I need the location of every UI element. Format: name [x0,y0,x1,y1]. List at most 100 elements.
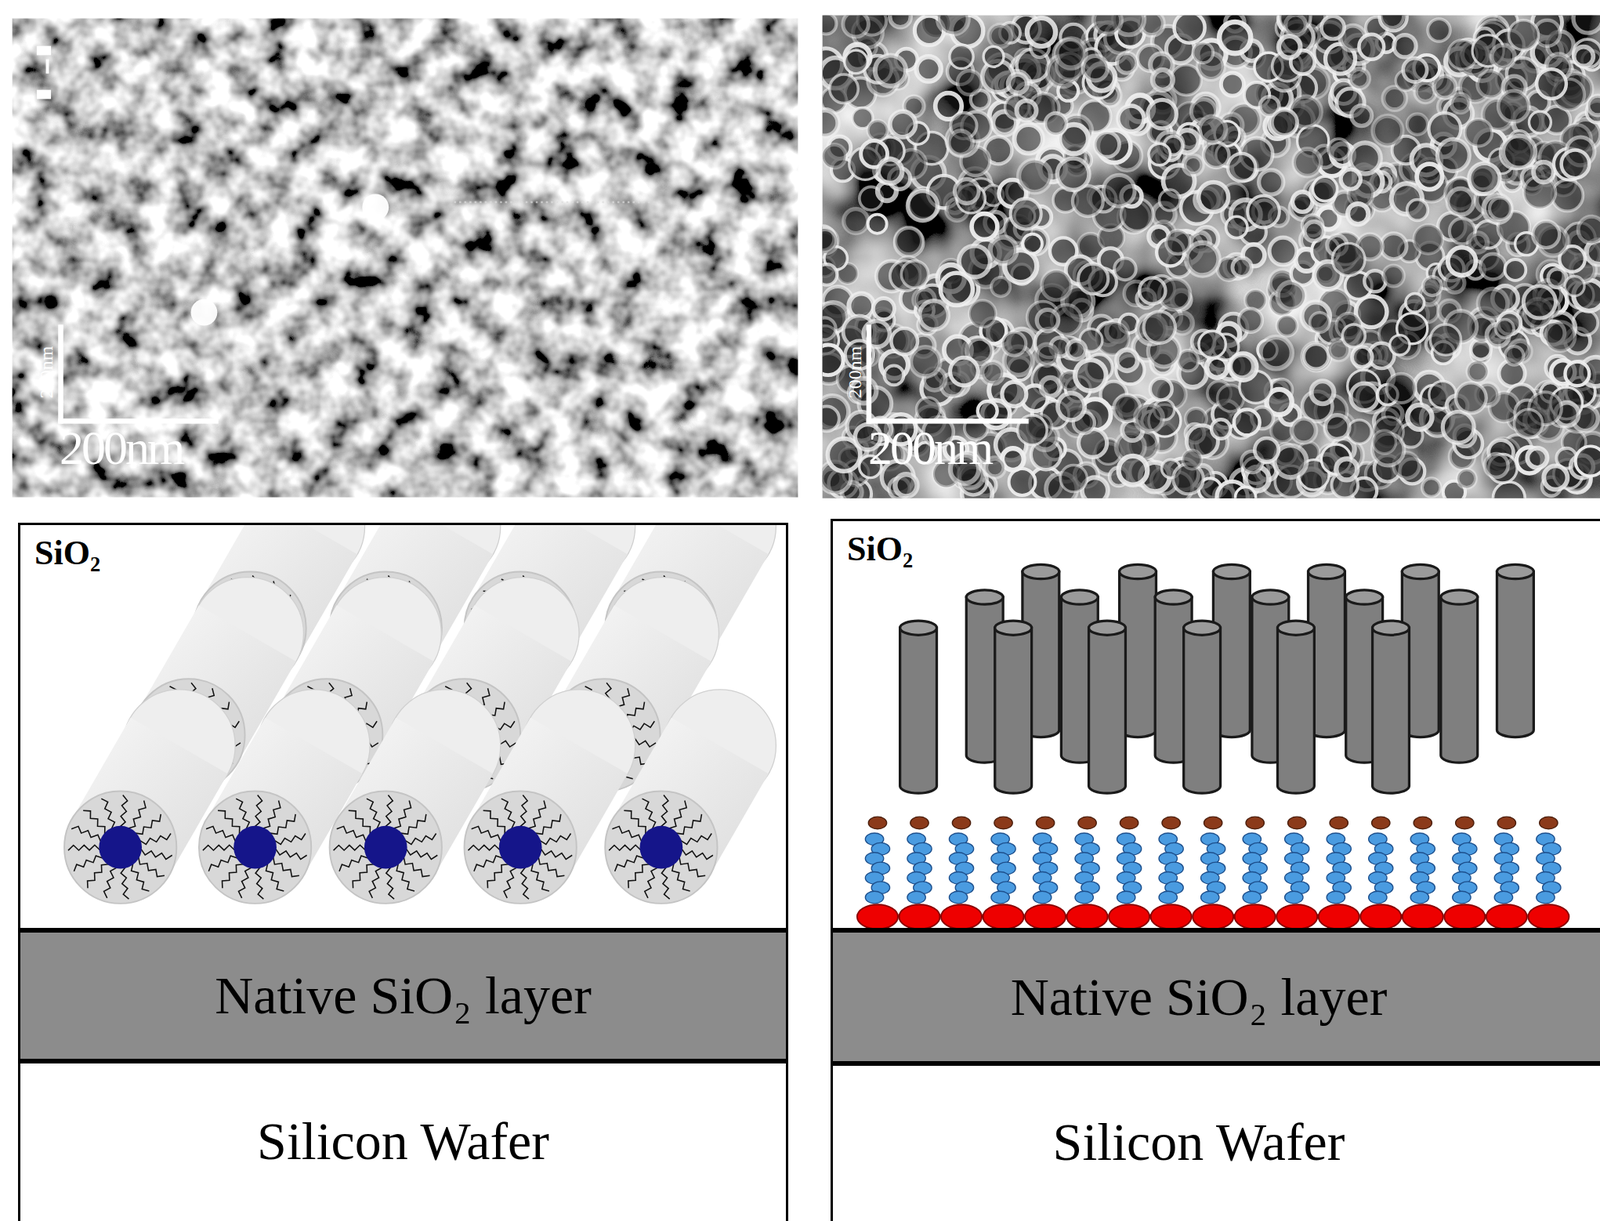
polymer-chain [474,855,504,872]
polymer-chain [222,864,244,888]
matrix-region: SiO₂ [830,518,1600,931]
chain-bead [1368,890,1387,904]
polymer-chain [467,844,500,851]
ring-particle [1407,113,1428,134]
polymer-chain [403,857,430,877]
end-group [868,816,887,829]
ring-particle [1335,458,1358,480]
ring-particle [878,159,903,184]
end-group [1203,816,1222,829]
ring-particle [1381,15,1404,29]
cylinder-top [1089,620,1126,635]
polymer-chain [471,825,501,841]
ring-particle [1380,233,1407,260]
ring-particle [1413,224,1443,254]
ring-particle [1536,68,1567,99]
ring-particle [1116,52,1137,73]
polymer-chain [339,855,369,872]
ring-particle [1513,409,1543,439]
ring-particle [1528,111,1551,134]
end-group [952,816,971,829]
oxide-layer: Native SiO₂ layer [18,930,789,1061]
ring-particle [1114,258,1137,281]
ring-particle [1182,449,1202,469]
ring-particle [1407,405,1432,430]
ring-particle [1103,174,1135,207]
scale-bar [57,324,1029,424]
ring-particle [910,347,941,377]
polymer-chain [487,864,509,888]
ring-particle [1067,340,1086,360]
ring-particle [822,344,844,376]
chain-bead [1158,890,1177,904]
ring-particle [844,50,868,73]
cylinder-top [1183,620,1221,635]
ring-particle [1277,315,1298,337]
cylinder-top [1212,564,1250,579]
polymer-chain [535,814,562,834]
ring-particle [1469,162,1500,194]
polymer-chain [83,810,105,834]
ring-particle [1447,247,1477,276]
ring-particle [890,15,912,28]
cylinder [1372,627,1410,793]
ring-particle [1174,15,1206,44]
ring-particle [1230,354,1253,377]
ring-particle [1303,343,1329,370]
polymer-chain [396,863,415,891]
ring-particle [822,264,838,286]
ring-particle [1442,411,1474,443]
polymer-chain [405,848,438,859]
polymer-chain [628,864,650,888]
ring-particle [1324,415,1350,440]
micelle-core [499,825,543,869]
ring-particle [1310,312,1330,333]
ring-particle [822,15,837,35]
polymer-chain [483,810,506,834]
ring-particle [867,214,887,234]
ring-particle [1143,311,1176,343]
ring-particle [1078,264,1108,294]
ring-particle [1304,221,1325,242]
ring-particle [1393,35,1416,58]
polymer-chain [680,833,713,845]
ring-particle [1573,15,1600,34]
ring-particle [822,109,839,136]
ring-particle [1234,409,1260,436]
ring-particle [971,213,998,240]
layer-label: Silicon Wafer [1053,1112,1346,1172]
ring-particle [1405,293,1425,313]
chain-bead [1452,890,1471,904]
head-group [1318,904,1360,929]
cylinder-top [1372,620,1410,635]
cylinder-top [966,590,1003,605]
ring-particle [1489,197,1512,220]
ring-particle [1347,203,1369,225]
end-group [1161,816,1181,829]
ring-particle [1564,276,1585,297]
end-group [1497,816,1516,829]
ring-particle [957,70,982,95]
ring-particle [1498,90,1529,122]
ring-particle [1332,242,1365,276]
polymer-chain [366,798,381,829]
ring-particle [1148,143,1171,166]
polymer-chain [405,833,437,845]
polymer-chain [503,867,517,898]
ring-particle [1484,195,1512,223]
layer-label: Silicon Wafer [257,1111,550,1171]
chain-bead [1326,890,1345,904]
polymer-chain [202,844,236,851]
ring-particle [884,365,905,385]
ring-particle [1203,141,1230,168]
ring-particle [1328,138,1350,160]
ring-particle [1588,95,1600,116]
polymer-chain [611,825,641,841]
cylinder-top [900,620,938,635]
ring-particle [843,15,869,37]
cylinder-top [1440,590,1478,605]
ring-particle [981,361,1003,384]
ring-particle [1056,38,1086,68]
cylinder-face [329,791,442,904]
ring-particle [1116,349,1138,371]
